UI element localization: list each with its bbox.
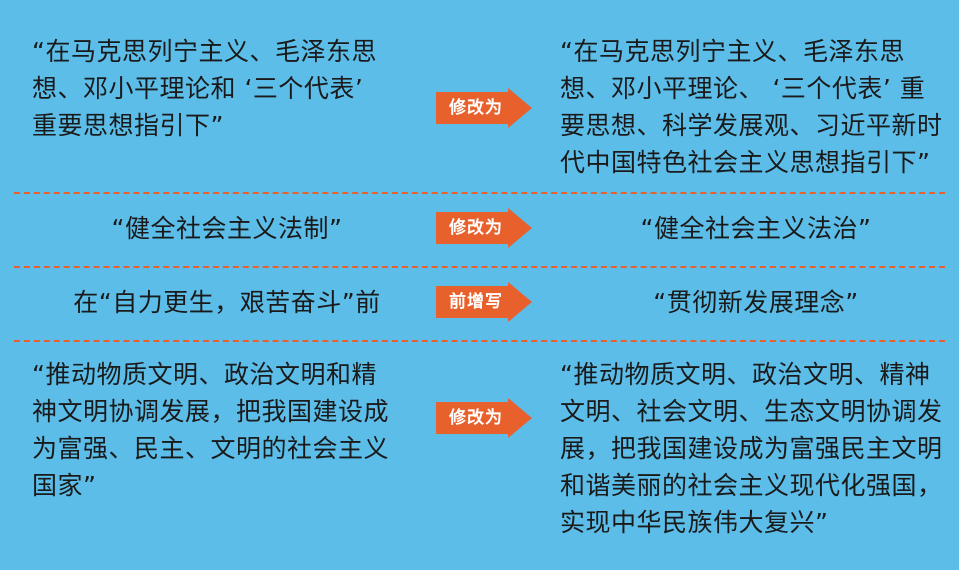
- arrow-icon: [436, 88, 532, 128]
- text-line: 国家”: [32, 471, 97, 500]
- text-line: “贯彻新发展理念”: [653, 288, 859, 317]
- text-line: 展，把我国建设成为富强民主文明: [560, 434, 943, 463]
- action-label: 修改为: [449, 98, 503, 118]
- text-line: 要思想、科学发展观、习近平新时: [560, 111, 943, 140]
- text-line: 重要思想指引下”: [32, 111, 224, 140]
- divider: [14, 192, 945, 194]
- action-arrow: 修改为: [436, 88, 532, 128]
- text-line: 想、邓小平理论、 ‘三个代表’ 重: [560, 74, 926, 103]
- text-line: “推动物质文明、政治文明和精: [32, 360, 377, 389]
- text-line: “在马克思列宁主义、毛泽东思: [560, 37, 905, 66]
- text-line: “在马克思列宁主义、毛泽东思: [32, 37, 377, 66]
- original-text: “健全社会主义法制”: [32, 210, 422, 247]
- arrow-icon: [436, 398, 532, 438]
- divider: [14, 266, 945, 268]
- action-arrow: 修改为: [436, 208, 532, 248]
- action-label: 修改为: [449, 218, 503, 238]
- arrow-icon: [436, 282, 532, 322]
- text-line: “健全社会主义法治”: [640, 214, 872, 243]
- text-line: 实现中华民族伟大复兴”: [560, 508, 829, 537]
- original-text: 在“自力更生，艰苦奋斗”前: [32, 284, 422, 321]
- original-text: “在马克思列宁主义、毛泽东思 想、邓小平理论和 ‘三个代表’ 重要思想指引下”: [32, 33, 422, 144]
- revised-text: “健全社会主义法治”: [560, 210, 952, 247]
- text-line: 代中国特色社会主义思想指引下”: [560, 148, 931, 177]
- text-line: 神文明协调发展，把我国建设成: [32, 397, 390, 426]
- text-line: 在“自力更生，艰苦奋斗”前: [73, 288, 381, 317]
- arrow-icon: [436, 208, 532, 248]
- text-line: 想、邓小平理论和 ‘三个代表’: [32, 74, 364, 103]
- divider: [14, 340, 945, 342]
- text-line: 为富强、民主、文明的社会主义: [32, 434, 390, 463]
- text-line: “健全社会主义法制”: [111, 214, 343, 243]
- revised-text: “推动物质文明、政治文明、精神 文明、社会文明、生态文明协调发 展，把我国建设成…: [560, 356, 952, 541]
- action-arrow: 前增写: [436, 282, 532, 322]
- text-line: “推动物质文明、政治文明、精神: [560, 360, 931, 389]
- text-line: 和谐美丽的社会主义现代化强国，: [560, 471, 943, 500]
- original-text: “推动物质文明、政治文明和精 神文明协调发展，把我国建设成 为富强、民主、文明的…: [32, 356, 422, 504]
- action-label: 前增写: [449, 292, 503, 312]
- action-arrow: 修改为: [436, 398, 532, 438]
- action-label: 修改为: [449, 408, 503, 428]
- revised-text: “贯彻新发展理念”: [560, 284, 952, 321]
- text-line: 文明、社会文明、生态文明协调发: [560, 397, 943, 426]
- revised-text: “在马克思列宁主义、毛泽东思 想、邓小平理论、 ‘三个代表’ 重 要思想、科学发…: [560, 33, 952, 181]
